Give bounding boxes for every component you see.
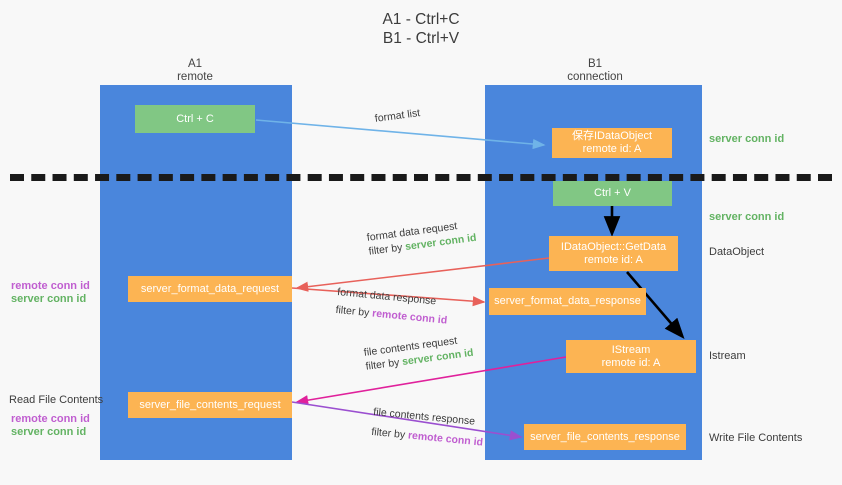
left-label-server-conn-id-2: server conn id xyxy=(11,426,87,438)
title-line-2: B1 - Ctrl+V xyxy=(382,30,460,47)
side-label-write-file-contents: Write File Contents xyxy=(709,432,803,444)
edge-label-format-list: format list xyxy=(374,106,421,126)
edge-label-format-data-response: format data response filter by remote co… xyxy=(335,285,450,328)
edge-label-fcreq-filter-prefix: filter by xyxy=(364,356,403,373)
side-label-server-conn-id-top: server conn id xyxy=(709,133,785,145)
lane-b1-name: B1 xyxy=(587,58,603,70)
box-istream[interactable]: IStream remote id: A xyxy=(566,340,696,373)
box-ctrl-v-label: Ctrl + V xyxy=(594,187,631,199)
box-istream-line1: IStream xyxy=(611,343,651,356)
side-label-dataobject: DataObject xyxy=(709,246,765,258)
edge-label-fcres-filter-prefix: filter by xyxy=(370,425,409,442)
box-server-file-contents-response[interactable]: server_file_contents_response xyxy=(524,424,686,450)
box-server-file-contents-request-label: server_file_contents_request xyxy=(139,398,281,411)
box-save-idataobject-line1: 保存IDataObject xyxy=(571,130,653,142)
box-server-file-contents-response-label: server_file_contents_response xyxy=(530,430,680,443)
box-idataobject-getdata[interactable]: IDataObject::GetData remote id: A xyxy=(549,236,678,271)
edge-label-fdres-filter-key: remote conn id xyxy=(371,307,448,327)
title-line-1: A1 - Ctrl+C xyxy=(382,11,460,28)
left-label-read-file-contents: Read File Contents xyxy=(9,394,104,406)
box-server-format-data-response[interactable]: server_format_data_response xyxy=(489,288,646,315)
box-istream-line2: remote id: A xyxy=(601,356,661,369)
edge-label-file-contents-response: file contents response filter by remote … xyxy=(371,405,486,450)
lane-a1-sub: remote xyxy=(177,71,213,83)
box-save-idataobject-line2: remote id: A xyxy=(582,143,642,155)
phase-divider xyxy=(10,174,832,181)
lane-a1-name: A1 xyxy=(187,58,203,70)
left-label-remote-conn-id-1: remote conn id xyxy=(11,280,90,292)
edge-label-format-list-text: format list xyxy=(374,107,421,125)
box-server-file-contents-request[interactable]: server_file_contents_request xyxy=(128,392,292,418)
box-idataobject-getdata-line1: IDataObject::GetData xyxy=(560,240,667,253)
box-ctrl-v[interactable]: Ctrl + V xyxy=(553,181,672,206)
edge-label-file-contents-request: file contents request filter by server c… xyxy=(363,332,474,374)
lane-header-a1: A1 remote xyxy=(120,58,270,84)
box-server-format-data-request-label: server_format_data_request xyxy=(140,282,280,295)
box-ctrl-c-label: Ctrl + C xyxy=(176,112,214,125)
box-save-idataobject[interactable]: 保存IDataObject remote id: A xyxy=(552,128,672,158)
edge-label-fcres-filter-key: remote conn id xyxy=(407,429,484,449)
left-label-remote-conn-id-2: remote conn id xyxy=(11,413,90,425)
diagram-title: A1 - Ctrl+C B1 - Ctrl+V xyxy=(0,10,842,48)
side-label-istream: Istream xyxy=(709,350,746,362)
edge-label-file-contents-response-text: file contents response xyxy=(372,405,476,428)
edge-label-format-data-request: format data request filter by server con… xyxy=(366,217,477,259)
edge-label-fdreq-filter-prefix: filter by xyxy=(367,241,406,258)
box-server-format-data-request[interactable]: server_format_data_request xyxy=(128,276,292,302)
lane-b1-sub: connection xyxy=(567,71,623,83)
side-label-server-conn-id-mid: server conn id xyxy=(709,211,785,223)
left-label-server-conn-id-1: server conn id xyxy=(11,293,87,305)
box-ctrl-c[interactable]: Ctrl + C xyxy=(135,105,255,133)
box-idataobject-getdata-line2: remote id: A xyxy=(584,253,643,266)
edge-label-fdres-filter-prefix: filter by xyxy=(335,303,373,320)
box-server-format-data-response-label: server_format_data_response xyxy=(494,295,641,307)
lane-header-b1: B1 connection xyxy=(520,58,670,84)
